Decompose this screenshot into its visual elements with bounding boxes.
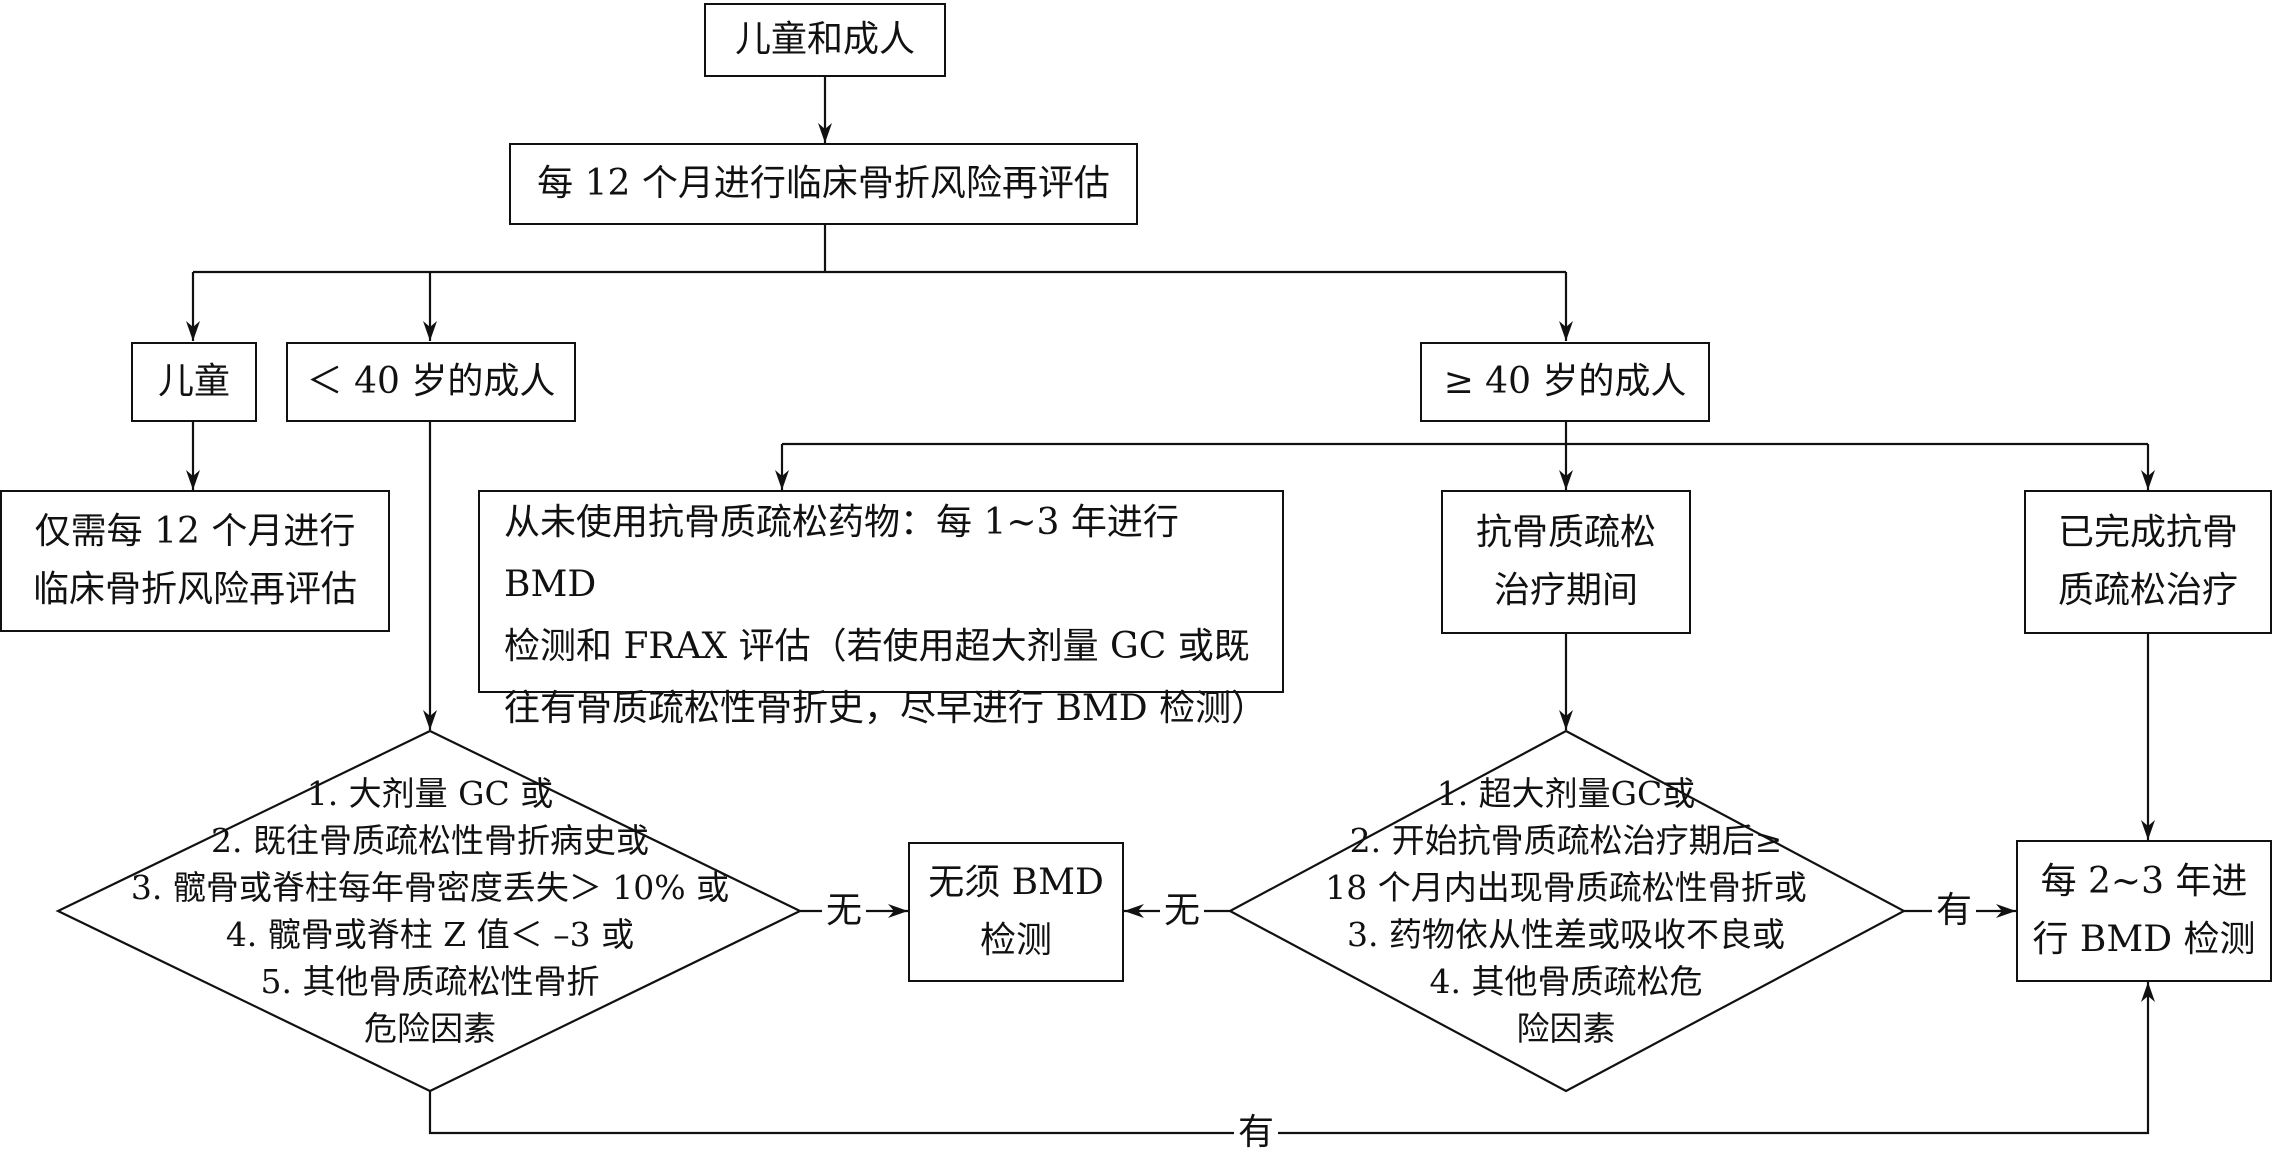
edge-label-bottom-yes: 有 — [1234, 1113, 1279, 1153]
never-treated-line-1: 从未使用抗骨质疏松药物：每 1~3 年进行 BMD — [504, 502, 1179, 605]
decision-left-line-2: 2. 既往骨质疏松性骨折病史或 — [211, 821, 649, 860]
during-treatment-line-2: 治疗期间 — [1493, 570, 1638, 611]
no-bmd-line-2: 检测 — [979, 920, 1052, 961]
decision-right-line-6: 险因素 — [1516, 1009, 1616, 1048]
decision-right-line-2: 2. 开始抗骨质疏松治疗期后≥ — [1349, 821, 1783, 860]
children-only-node: 仅需每 12 个月进行 临床骨折风险再评估 — [0, 490, 390, 632]
bmd-every-line-1: 每 2~3 年进 — [2040, 861, 2248, 902]
decision-right-line-3: 18 个月内出现骨质疏松性骨折或 — [1325, 868, 1807, 907]
no-bmd-node: 无须 BMD 检测 — [908, 842, 1124, 982]
over40-node: ≥ 40 岁的成人 — [1420, 342, 1710, 422]
decision-left-line-6: 危险因素 — [364, 1009, 496, 1048]
decision-left-text: 1. 大剂量 GC 或 2. 既往骨质疏松性骨折病史或 3. 髋骨或脊柱每年骨密… — [110, 770, 750, 1052]
arrow-bottom-yes — [428, 982, 2155, 1135]
completed-treatment-line-2: 质疏松治疗 — [2057, 570, 2238, 611]
decision-right-line-4: 3. 药物依从性差或吸收不良或 — [1347, 915, 1785, 954]
children-only-line-2: 临床骨折风险再评估 — [32, 569, 357, 610]
under40-node: ＜ 40 岁的成人 — [286, 342, 576, 422]
decision-left-line-4: 4. 髋骨或脊柱 Z 值＜ –3 或 — [225, 915, 635, 954]
during-treatment-node: 抗骨质疏松 治疗期间 — [1441, 490, 1691, 634]
reassess-node: 每 12 个月进行临床骨折风险再评估 — [509, 143, 1138, 225]
decision-left-line-5: 5. 其他骨质疏松性骨折 — [260, 962, 600, 1001]
decision-left-line-3: 3. 髋骨或脊柱每年骨密度丢失＞ 10% 或 — [130, 868, 730, 907]
decision-right-line-5: 4. 其他骨质疏松危 — [1429, 962, 1703, 1001]
children-only-line-1: 仅需每 12 个月进行 — [34, 511, 356, 552]
decision-right-shape — [1227, 729, 1907, 1093]
bmd-every-node: 每 2~3 年进 行 BMD 检测 — [2016, 840, 2272, 982]
edge-label-right-yes: 有 — [1932, 891, 1977, 931]
never-treated-line-2: 检测和 FRAX 评估（若使用超大剂量 GC 或既 — [504, 626, 1250, 667]
start-node: 儿童和成人 — [704, 3, 946, 77]
decision-left-shape — [55, 729, 803, 1093]
bmd-every-line-2: 行 BMD 检测 — [2032, 919, 2256, 960]
decision-right-line-1: 1. 超大剂量GC或 — [1436, 774, 1696, 813]
no-bmd-line-1: 无须 BMD — [928, 862, 1104, 903]
decision-right-text: 1. 超大剂量GC或 2. 开始抗骨质疏松治疗期后≥ 18 个月内出现骨质疏松性… — [1286, 770, 1846, 1052]
decision-left-line-1: 1. 大剂量 GC 或 — [306, 774, 554, 813]
never-treated-line-3: 往有骨质疏松性骨折史，尽早进行 BMD 检测） — [504, 688, 1268, 729]
edge-label-right-none: 无 — [1160, 891, 1205, 931]
never-treated-node: 从未使用抗骨质疏松药物：每 1~3 年进行 BMD 检测和 FRAX 评估（若使… — [478, 490, 1284, 729]
during-treatment-line-1: 抗骨质疏松 — [1475, 512, 1656, 553]
completed-treatment-line-1: 已完成抗骨 — [2057, 512, 2238, 553]
children-node: 儿童 — [131, 342, 257, 422]
edge-label-left-none: 无 — [822, 891, 867, 931]
completed-treatment-node: 已完成抗骨 质疏松治疗 — [2024, 490, 2272, 634]
